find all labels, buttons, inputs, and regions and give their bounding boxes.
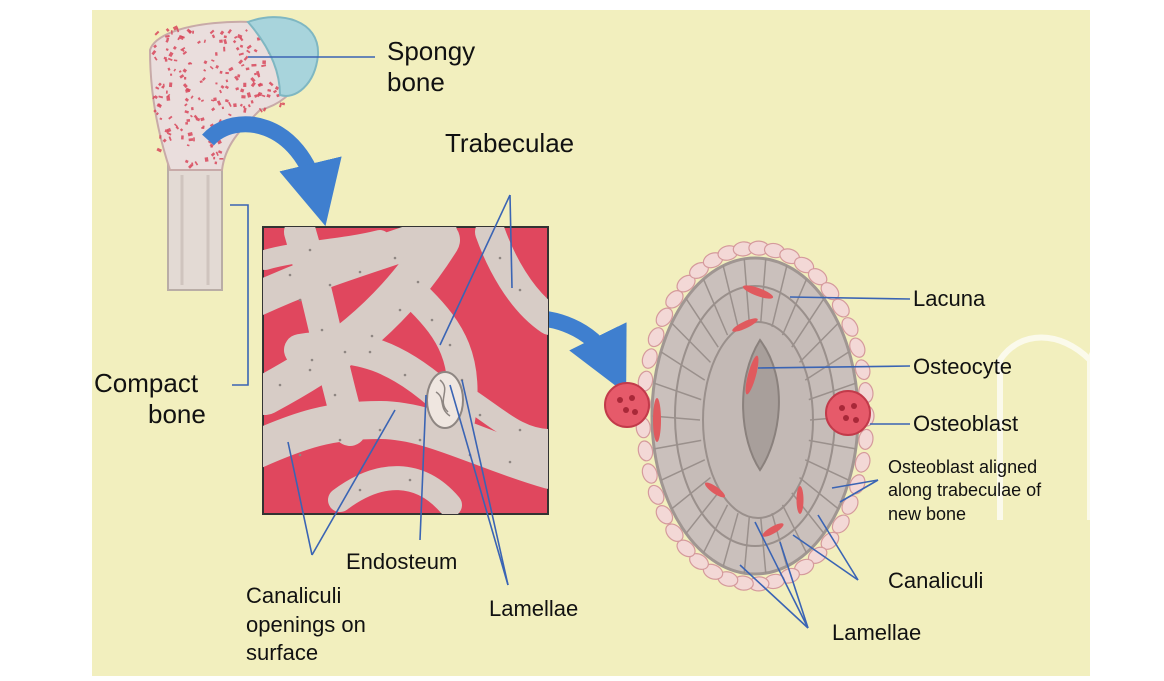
label-lacuna: Lacuna [913,286,985,312]
label-osteocyte: Osteocyte [913,354,1012,380]
femur-shaft [168,165,222,290]
label-lamellae-left: Lamellae [489,596,578,622]
label-osteoblast: Osteoblast [913,411,1018,437]
osteoblast-cell-left [605,383,649,427]
label-lamellae-right: Lamellae [832,620,921,646]
label-endosteum: Endosteum [346,549,457,575]
spongy-bone-closeup [255,227,550,514]
label-canaliculi-right: Canaliculi [888,568,983,594]
trabecula-cross-section [427,372,463,428]
osteoblast-cell-right [826,391,870,435]
label-trabeculae: Trabeculae [445,128,574,159]
